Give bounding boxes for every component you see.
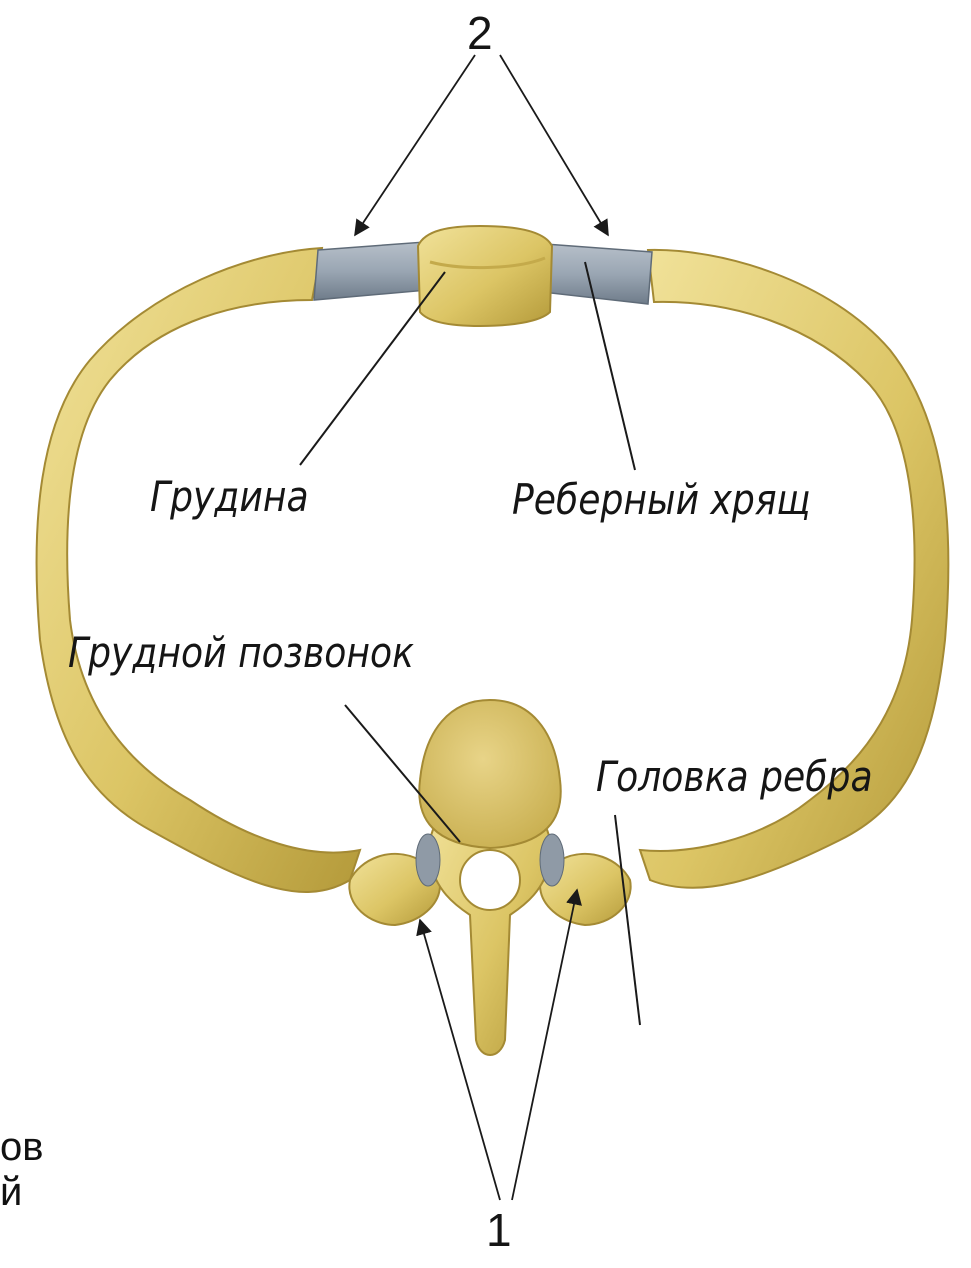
- leader-sternum: [300, 272, 445, 465]
- sternum: [418, 226, 552, 326]
- label-sternum: Грудина: [150, 472, 309, 521]
- arrow-2-left: [355, 55, 475, 235]
- vertebral-foramen: [460, 850, 520, 910]
- left-costal-cartilage: [314, 242, 428, 300]
- vertebral-body: [419, 700, 560, 848]
- right-costal-cartilage: [542, 244, 652, 304]
- arrow-1-right: [512, 890, 577, 1200]
- label-thoracic-vertebra: Грудной позвонок: [68, 628, 414, 677]
- right-rib-head-joint: [540, 834, 564, 886]
- label-costal-cartilage: Реберный хрящ: [512, 475, 811, 524]
- arrow-2-right: [500, 55, 608, 235]
- cropped-text-line-2: й: [0, 1170, 22, 1215]
- left-rib: [37, 248, 360, 892]
- cropped-text-line-1: ов: [0, 1125, 44, 1170]
- leader-rib-head: [615, 815, 640, 1025]
- label-rib-head: Головка ребра: [596, 752, 873, 801]
- callout-number-2: 2: [467, 6, 493, 60]
- callout-number-1: 1: [486, 1203, 512, 1257]
- left-rib-head-joint: [416, 834, 440, 886]
